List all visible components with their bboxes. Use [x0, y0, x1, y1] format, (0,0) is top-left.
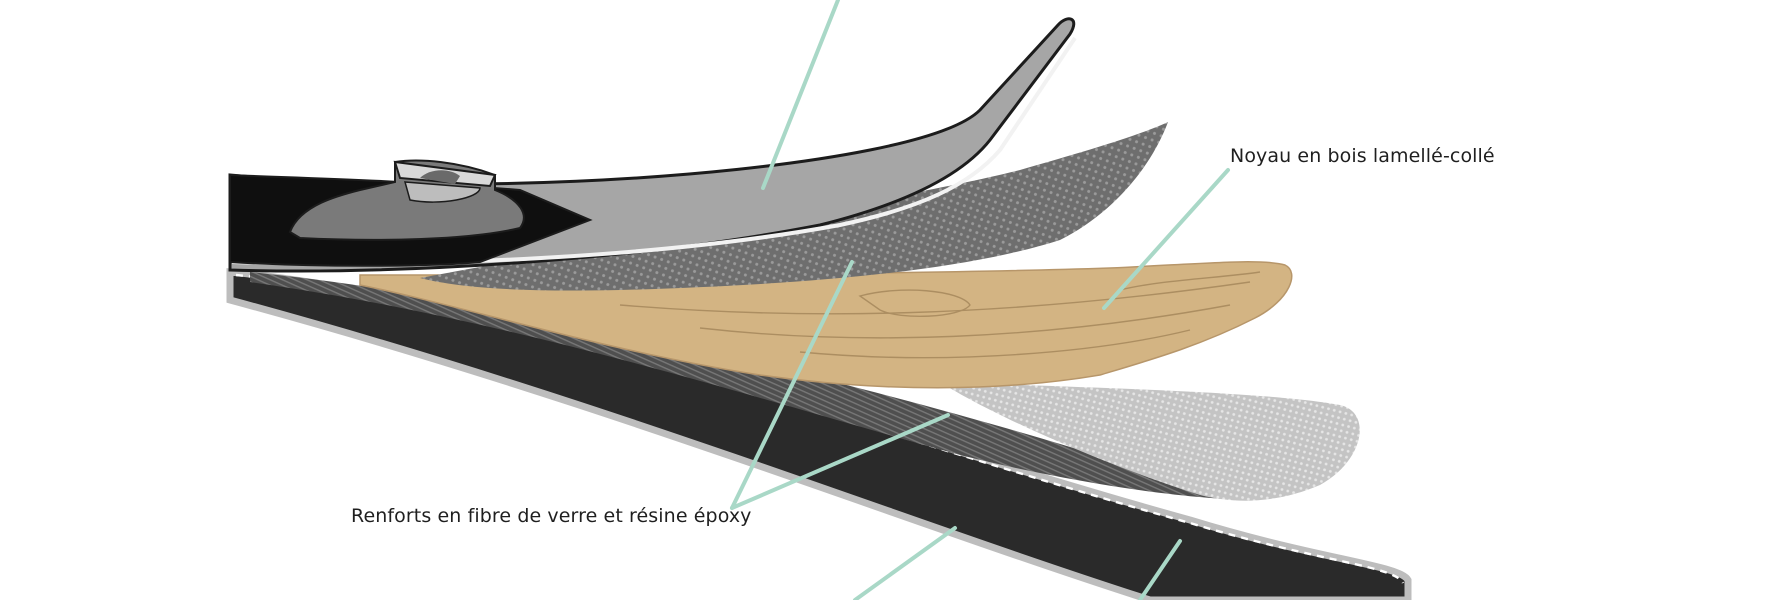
leader-line-top-sheet — [761, 0, 840, 190]
light-fiber-mesh-layer — [940, 382, 1360, 501]
leader-line-fiber-b — [730, 413, 950, 510]
label-fiberglass-reinforcements: Renforts en fibre de verre et résine épo… — [351, 505, 752, 527]
label-wood-core: Noyau en bois lamellé-collé — [1230, 145, 1495, 167]
binding — [288, 159, 525, 241]
leader-lines — [730, 0, 1230, 600]
leader-line-fiber-a — [730, 260, 854, 510]
leader-line-base-left — [853, 526, 957, 600]
leader-line-core — [1102, 168, 1230, 310]
fiberglass-striped-layer — [250, 272, 1260, 500]
leader-line-base-right — [1138, 539, 1182, 600]
